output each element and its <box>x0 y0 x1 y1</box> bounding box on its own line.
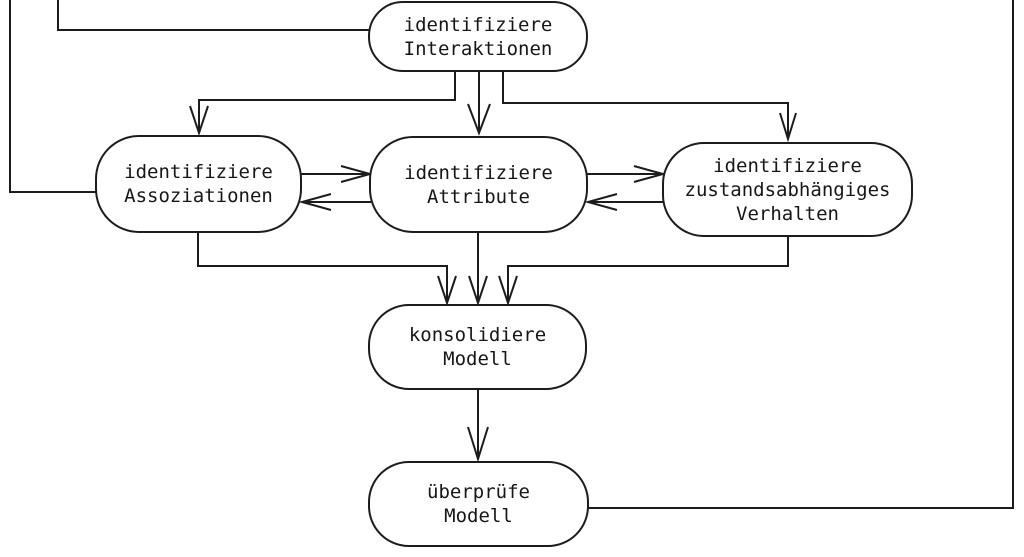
node-label-line: identifiziere <box>404 161 553 184</box>
edge-line <box>57 0 372 31</box>
edge-attribute-to-verhalten <box>586 165 667 183</box>
arrowhead <box>584 193 618 211</box>
arrowhead <box>437 275 457 307</box>
arrowhead <box>298 193 332 211</box>
arrowhead <box>189 105 209 137</box>
node-label-line: zustandsabhängiges <box>684 178 891 201</box>
edge-konsolidiere-to-ueberpruefe <box>467 390 489 463</box>
edge-interaktionen-to-assoziationen <box>189 72 456 137</box>
edge-ueberpruefe-to-external <box>588 0 1014 509</box>
node-identifiziere-interaktionen: identifiziere Interaktionen <box>368 1 588 72</box>
node-identifiziere-attribute: identifiziere Attribute <box>369 136 588 233</box>
edge-line <box>197 233 448 303</box>
edge-attribute-to-konsolidiere <box>468 233 488 307</box>
edge-line <box>502 72 789 139</box>
node-label-line: Interaktionen <box>403 37 553 60</box>
node-label-line: überprüfe <box>427 481 530 503</box>
edge-attribute-to-assoziationen <box>298 193 371 211</box>
node-label-line: Attribute <box>427 185 530 208</box>
edge-external-to-assoziationen <box>9 0 97 193</box>
node-label-line: identifiziere <box>713 154 862 177</box>
arrowhead <box>467 426 489 463</box>
edge-line <box>507 236 789 303</box>
arrowhead <box>468 275 488 307</box>
edge-external-to-interaktionen <box>57 0 372 31</box>
arrowhead <box>467 103 491 136</box>
arrowhead <box>779 112 797 143</box>
node-label-line: konsolidiere <box>408 324 547 346</box>
edge-assoziationen-to-attribute <box>300 165 374 183</box>
node-konsolidiere-modell: konsolidiere Modell <box>368 304 587 390</box>
edge-assoziationen-to-konsolidiere <box>197 233 457 307</box>
node-ueberpruefe-modell: überprüfe Modell <box>368 461 589 547</box>
edge-line <box>9 0 97 193</box>
node-label-line: Modell <box>443 348 512 370</box>
node-label-line: identifiziere <box>124 161 273 183</box>
edge-interaktionen-to-verhalten <box>502 72 797 143</box>
node-label-line: Assoziationen <box>124 185 273 207</box>
arrowhead <box>498 275 518 307</box>
node-label-line: Modell <box>444 505 513 527</box>
edge-verhalten-to-attribute <box>584 193 664 211</box>
edge-line <box>198 72 456 133</box>
node-identifiziere-assoziationen: identifiziere Assoziationen <box>95 135 302 233</box>
node-label-line: identifiziere <box>403 13 553 36</box>
edge-line <box>588 0 1014 509</box>
edge-verhalten-to-konsolidiere <box>498 236 789 307</box>
edge-interaktionen-to-attribute <box>467 72 491 136</box>
node-label-line: Verhalten <box>736 202 839 225</box>
node-identifiziere-zustandsabhaengiges-verhalten: identifiziere zustandsabhängiges Verhalt… <box>662 142 913 237</box>
